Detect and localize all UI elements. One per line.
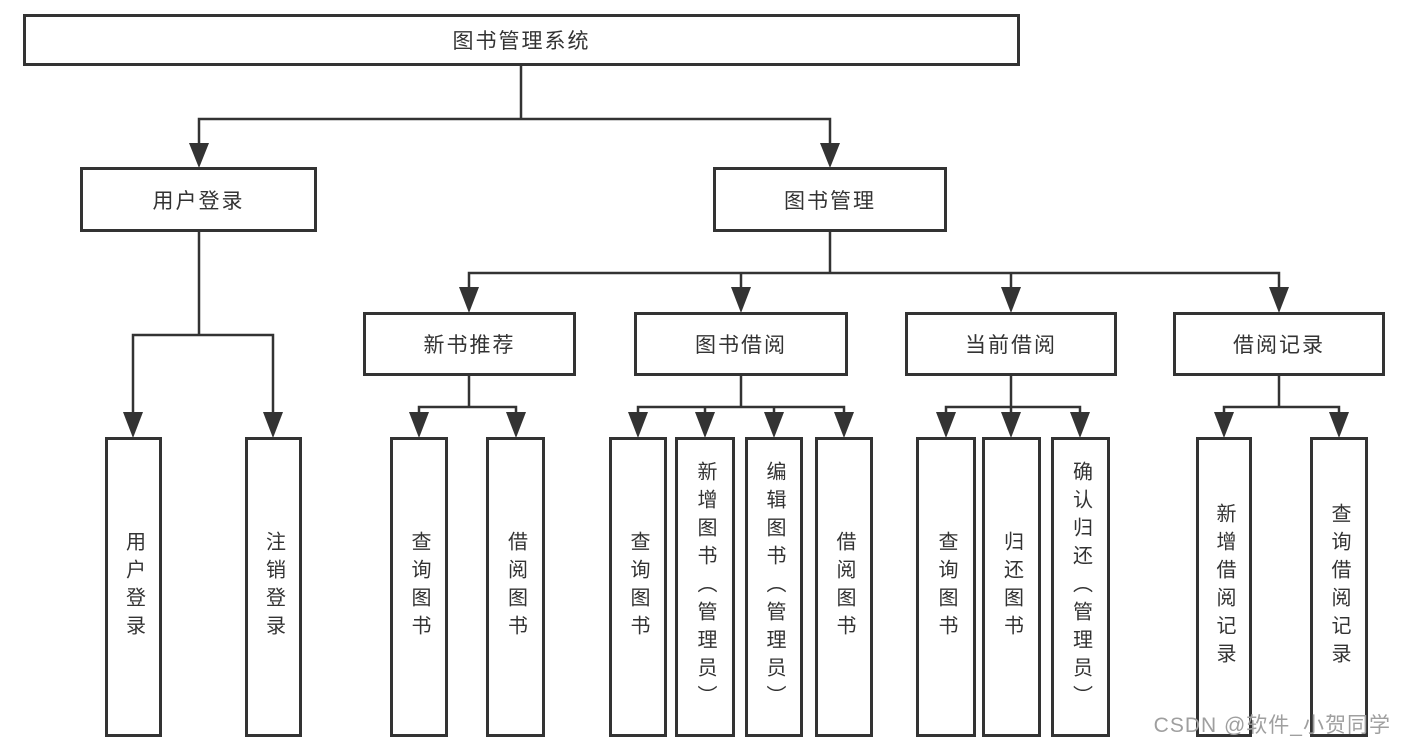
arrow-down-icon	[189, 143, 209, 168]
arrow-down-icon	[1001, 287, 1021, 313]
leaf-user-login: 用户登录	[105, 437, 162, 737]
node-user-login: 用户登录	[80, 167, 317, 232]
arrow-down-icon	[695, 412, 715, 438]
arrow-down-icon	[123, 412, 143, 438]
leaf-newbooks-query-books: 查询图书	[390, 437, 448, 737]
arrow-down-icon	[820, 143, 840, 168]
arrow-down-icon	[1001, 412, 1021, 438]
arrow-down-icon	[1070, 412, 1090, 438]
watermark: CSDN @软件_小贺同学	[1153, 714, 1391, 737]
leaf-current-return-books: 归还图书	[982, 437, 1041, 737]
edge-borrow-records-to-leaves	[1222, 374, 1341, 418]
leaf-borrowing-edit-books-admin: 编辑图书（管理员）	[745, 437, 803, 737]
leaf-borrowing-query-books: 查询图书	[609, 437, 667, 737]
node-new-book-recommend: 新书推荐	[363, 312, 576, 376]
edge-root-to-level2	[197, 64, 832, 149]
node-book-borrowing: 图书借阅	[634, 312, 848, 376]
arrow-down-icon	[1329, 412, 1349, 438]
leaf-records-query-record: 查询借阅记录	[1310, 437, 1368, 737]
arrow-down-icon	[263, 412, 283, 438]
leaf-current-confirm-return-admin: 确认归还（管理员）	[1051, 437, 1110, 737]
leaf-logout: 注销登录	[245, 437, 302, 737]
leaf-borrowing-add-books-admin: 新增图书（管理员）	[675, 437, 735, 737]
connector-lines	[131, 64, 1341, 418]
arrow-down-icon	[834, 412, 854, 438]
arrow-down-icon	[459, 287, 479, 313]
arrow-down-icon	[764, 412, 784, 438]
edge-current-borrow-to-leaves	[944, 374, 1082, 418]
leaf-current-query-books: 查询图书	[916, 437, 976, 737]
edge-book-borrow-to-leaves	[636, 374, 846, 418]
node-library-system: 图书管理系统	[23, 14, 1020, 66]
arrow-down-icon	[731, 287, 751, 313]
arrowhead-icons	[123, 143, 1349, 438]
arrow-down-icon	[506, 412, 526, 438]
node-book-management: 图书管理	[713, 167, 947, 232]
arrow-down-icon	[1214, 412, 1234, 438]
leaf-records-add-record: 新增借阅记录	[1196, 437, 1252, 737]
arrow-down-icon	[628, 412, 648, 438]
node-current-borrowing: 当前借阅	[905, 312, 1117, 376]
leaf-borrowing-borrow-books: 借阅图书	[815, 437, 873, 737]
arrow-down-icon	[409, 412, 429, 438]
arrow-down-icon	[936, 412, 956, 438]
edge-new-books-to-leaves	[417, 374, 518, 418]
node-borrow-records: 借阅记录	[1173, 312, 1385, 376]
arrow-down-icon	[1269, 287, 1289, 313]
edge-user-login-to-leaves	[131, 230, 275, 418]
edge-book-mgmt-to-level3	[467, 230, 1281, 293]
leaf-newbooks-borrow-books: 借阅图书	[486, 437, 545, 737]
